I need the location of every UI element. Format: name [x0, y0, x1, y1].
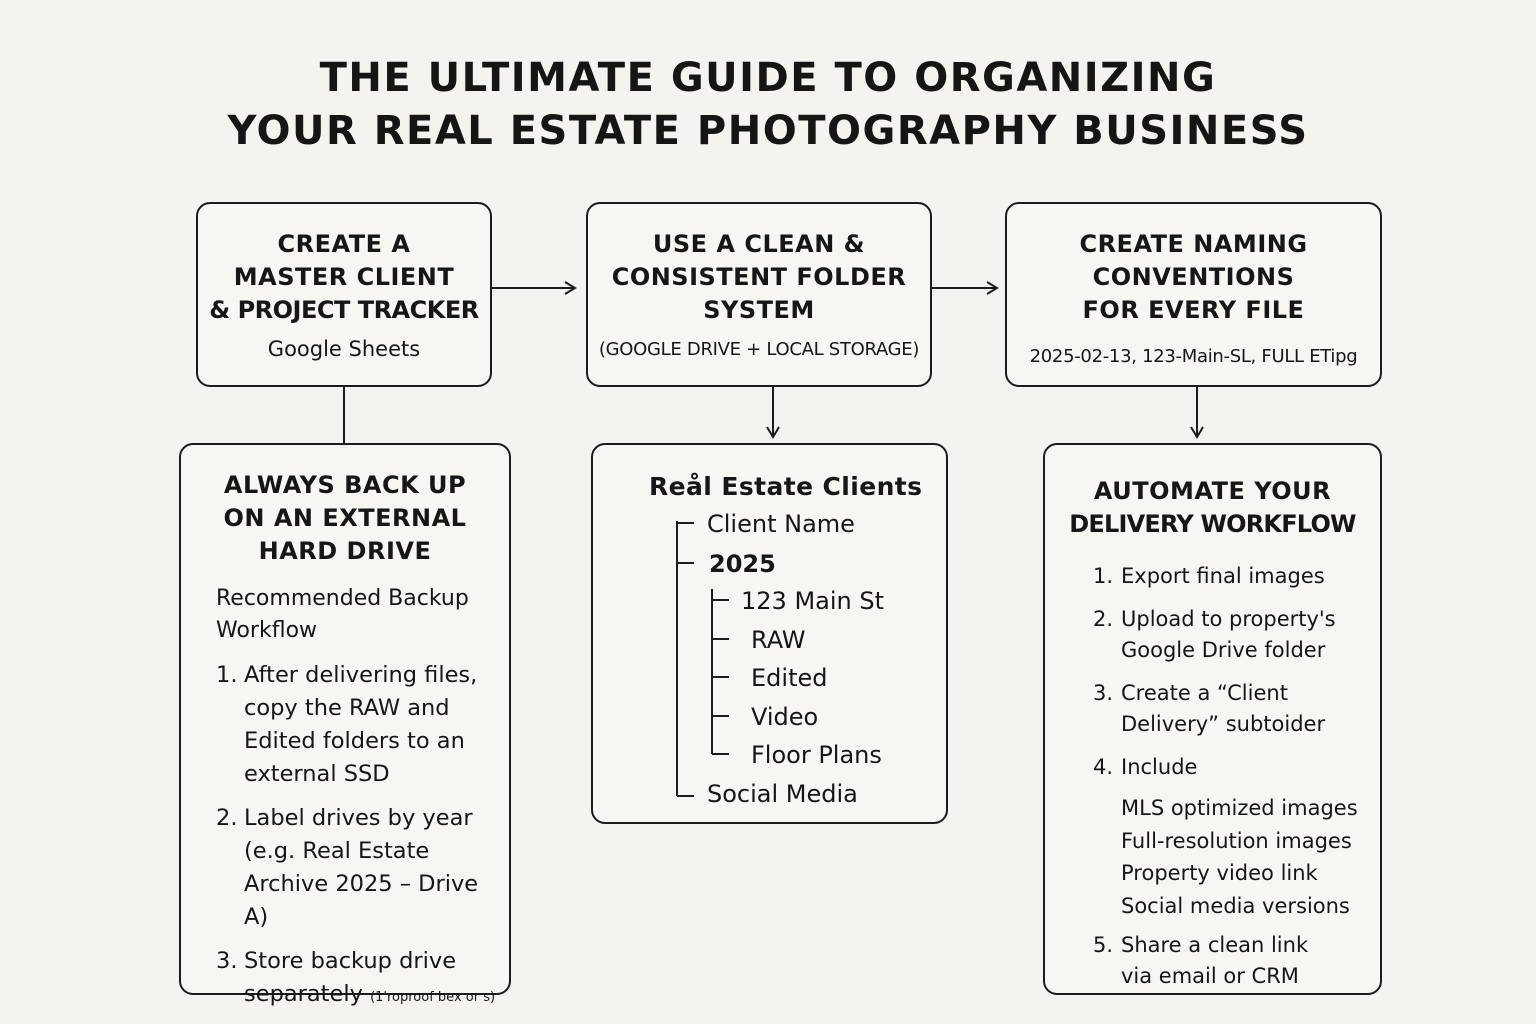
- folder-title-line-3: SYSTEM: [703, 296, 815, 324]
- page-title: THE ULTIMATE GUIDE TO ORGANIZING YOUR RE…: [0, 52, 1536, 158]
- folder-subtitle: (GOOGLE DRIVE + LOCAL STORAGE): [598, 339, 920, 360]
- tree-item-client-name: Client Name: [707, 510, 855, 538]
- delivery-title-line-1: AUTOMATE YOUR: [1093, 477, 1332, 505]
- step-text: Upload to property's Google Drive folder: [1121, 607, 1336, 662]
- title-line-1: THE ULTIMATE GUIDE TO ORGANIZING: [319, 55, 1217, 101]
- step-number: 2.: [1093, 607, 1114, 631]
- backup-title-line-3: HARD DRIVE: [258, 537, 432, 565]
- step-number: 5.: [1093, 933, 1114, 957]
- backup-box: ALWAYS BACK UP ON AN EXTERNAL HARD DRIVE…: [179, 443, 511, 1007]
- backup-step: 2. Label drives by year (e.g. Real Estat…: [216, 802, 509, 934]
- backup-step: 3. Store backup drive separately (1'ropr…: [216, 945, 509, 1014]
- tree-item-raw: RAW: [751, 626, 806, 654]
- step-number: 3.: [216, 948, 238, 974]
- folder-title-line-1: USE A CLEAN &: [652, 230, 866, 258]
- naming-title-line-1: CREATE NAMING: [1079, 230, 1308, 258]
- backup-box-title: ALWAYS BACK UP ON AN EXTERNAL HARD DRIVE: [181, 469, 509, 568]
- include-list: MLS optimized images Full-resolution ima…: [1121, 792, 1358, 922]
- naming-title-line-2: CONVENTIONS: [1092, 263, 1295, 291]
- backup-intro-line-2: Workflow: [216, 618, 318, 643]
- step-note: (1'roproof bex or s): [370, 990, 496, 1005]
- tracker-subtitle: Google Sheets: [267, 337, 421, 361]
- include-item: Property video link: [1121, 861, 1318, 885]
- backup-title-line-1: ALWAYS BACK UP: [223, 471, 467, 499]
- delivery-step: 5. Share a clean link via email or CRM: [1093, 930, 1380, 992]
- naming-title-line-3: FOR EVERY FILE: [1082, 296, 1305, 324]
- folder-system-box: USE A CLEAN & CONSISTENT FOLDER SYSTEM (…: [586, 202, 932, 387]
- backup-intro: Recommended Backup Workflow: [216, 583, 509, 647]
- tree-lines: [676, 521, 729, 797]
- naming-box: CREATE NAMING CONVENTIONS FOR EVERY FILE…: [1005, 202, 1382, 387]
- step-text: Store backup drive separately: [244, 948, 457, 1007]
- step-number: 1.: [1093, 564, 1114, 588]
- step-text: Label drives by year (e.g. Real Estate A…: [244, 805, 479, 930]
- step-text: After delivering files, copy the RAW and…: [244, 662, 478, 787]
- tree-item-floor-plans: Floor Plans: [751, 741, 882, 769]
- tracker-title-line-3: & PROJECT TRACKER: [209, 296, 479, 324]
- tree-root-folder: Reål Estate Clients: [649, 472, 923, 501]
- include-item: Social media versions: [1121, 893, 1350, 918]
- delivery-box-title: AUTOMATE YOUR DELIVERY WORKFLOW: [1045, 475, 1380, 541]
- naming-box-title: CREATE NAMING CONVENTIONS FOR EVERY FILE: [1007, 228, 1380, 327]
- tree-item-address: 123 Main St: [741, 587, 885, 615]
- naming-example: 2025-02-13, 123-Main-SL, FULL ETipg: [1029, 346, 1358, 367]
- backup-intro-line-1: Recommended Backup: [216, 586, 469, 611]
- title-line-2: YOUR REAL ESTATE PHOTOGRAPHY BUSINESS: [227, 108, 1309, 154]
- backup-title-line-2: ON AN EXTERNAL: [223, 504, 467, 532]
- include-item: Full-resolution images: [1121, 828, 1352, 853]
- tracker-box: CREATE A MASTER CLIENT & PROJECT TRACKER…: [196, 202, 492, 387]
- folder-title-line-2: CONSISTENT FOLDER: [611, 263, 907, 291]
- step-text: Create a “Client Delivery” subtoider: [1121, 681, 1326, 736]
- delivery-box: AUTOMATE YOUR DELIVERY WORKFLOW 1. Expor…: [1043, 443, 1382, 995]
- tree-item-year: 2025: [709, 550, 776, 578]
- delivery-step: 3. Create a “Client Delivery” subtoider: [1093, 678, 1380, 740]
- tree-item-social-media: Social Media: [707, 780, 858, 808]
- include-item: MLS optimized images: [1121, 796, 1358, 820]
- step-text: Export final images: [1121, 564, 1325, 588]
- step-number: 3.: [1093, 681, 1114, 705]
- step-number: 4.: [1093, 755, 1114, 779]
- step-text: Include: [1121, 755, 1198, 779]
- step-number: 1.: [216, 662, 238, 688]
- delivery-step: 1. Export final images: [1093, 561, 1380, 592]
- delivery-step: 4. Include MLS optimized images Full-res…: [1093, 752, 1380, 922]
- tracker-box-title: CREATE A MASTER CLIENT & PROJECT TRACKER: [198, 228, 490, 327]
- tree-item-video: Video: [751, 703, 819, 731]
- tracker-title-line-2: MASTER CLIENT: [233, 263, 455, 291]
- step-number: 2.: [216, 805, 238, 831]
- delivery-step: 2. Upload to property's Google Drive fol…: [1093, 604, 1380, 666]
- delivery-steps: 1. Export final images 2. Upload to prop…: [1093, 561, 1380, 992]
- backup-step: 1. After delivering files, copy the RAW …: [216, 659, 509, 791]
- tree-item-edited: Edited: [751, 664, 828, 692]
- folder-tree-box: Reål Estate Clients Client Name 2025 123…: [591, 443, 948, 824]
- folder-system-box-title: USE A CLEAN & CONSISTENT FOLDER SYSTEM: [588, 228, 930, 327]
- backup-steps: 1. After delivering files, copy the RAW …: [216, 659, 509, 1014]
- tracker-title-line-1: CREATE A: [277, 230, 411, 258]
- delivery-title-line-2: DELIVERY WORKFLOW: [1069, 510, 1356, 538]
- step-text: Share a clean link via email or CRM: [1121, 933, 1309, 988]
